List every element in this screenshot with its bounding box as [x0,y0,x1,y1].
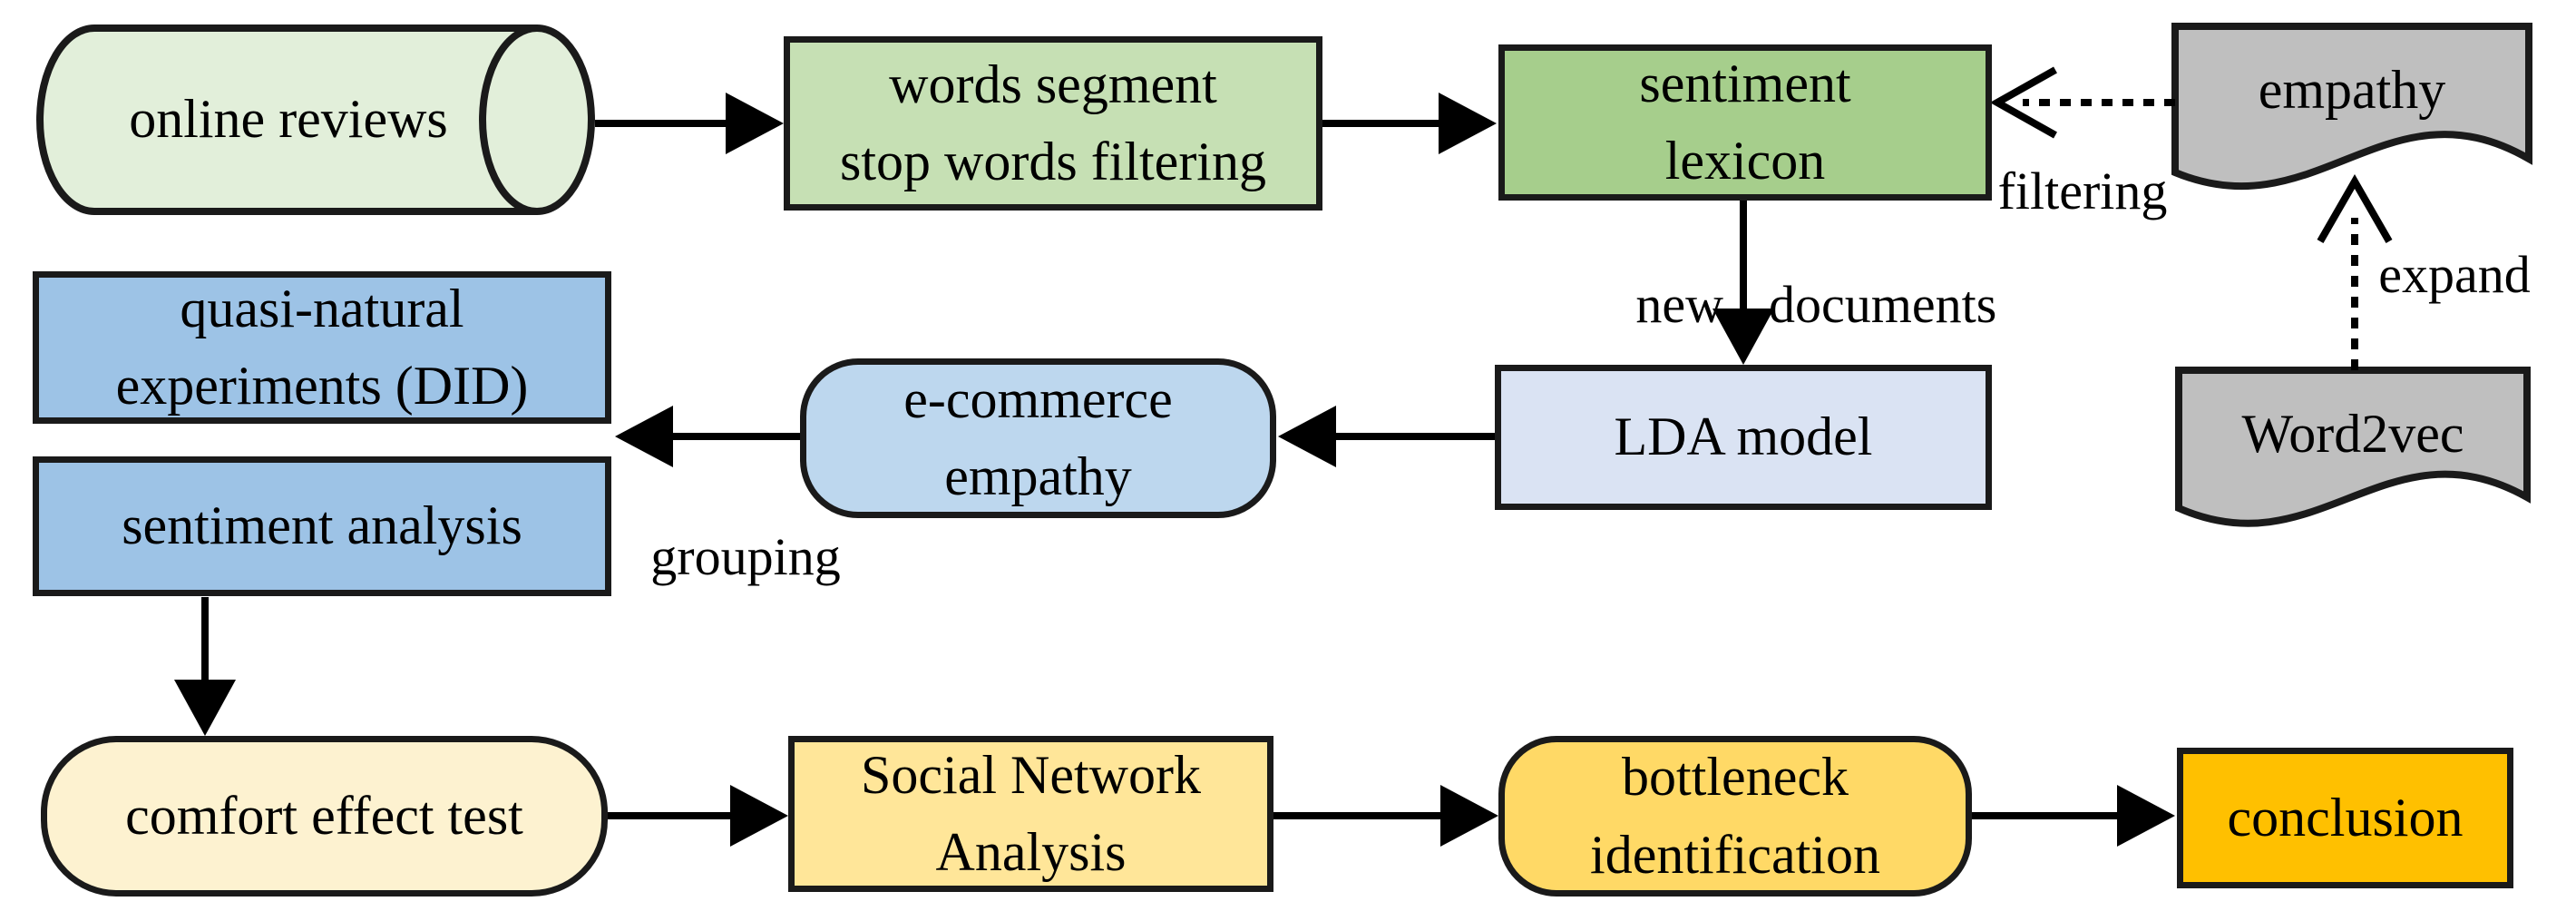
node-bottleneck-identification: bottleneck identification [1498,736,1972,897]
node-quasi-natural-experiments: quasi-natural experiments (DID) [33,271,611,424]
arrow-lda-model-to-ecommerce-empathy [1278,406,1495,467]
arrowhead [730,785,788,847]
node-lda-model: LDA model [1495,365,1992,510]
node-comfort-effect-test: comfort effect test [41,736,608,897]
arrowhead [1712,309,1774,365]
arrowhead [1439,93,1497,154]
arrow-bottleneck-to-conclusion [1972,785,2175,847]
edge-label-expand: expand [2378,245,2531,304]
node-online-reviews-label: online reviews [129,89,448,150]
document-shape-word2vec [2175,367,2531,527]
arrow-ecommerce-empathy-to-did-sentiment [615,406,800,467]
node-words-segment: words segment stop words filtering [784,36,1322,211]
arrowhead [1440,785,1498,847]
arrowhead [1278,406,1336,467]
arrowhead [174,680,236,736]
node-ecommerce-empathy: e-commerce empathy [800,358,1276,518]
edge-label-documents: documents [1769,275,1997,334]
arrow-sentiment-analysis-to-comfort-test [174,597,236,736]
open-arrowhead [1989,66,2057,139]
edge-label-new: new [1635,275,1723,334]
dashed-arrow-empathy-to-sentiment-lexicon [1989,66,2175,139]
node-social-network-analysis: Social Network Analysis [788,736,1273,892]
node-empathy-label: empathy [2258,60,2446,121]
node-word2vec-label: Word2vec [2241,404,2464,465]
node-sentiment-lexicon: sentiment lexicon [1498,44,1992,201]
arrow-social-network-to-bottleneck [1273,785,1498,847]
arrow-online-reviews-to-words-segment [595,93,784,154]
node-conclusion: conclusion [2177,748,2513,888]
arrowhead [2117,785,2175,847]
open-arrowhead [2317,173,2393,243]
arrowhead [615,406,673,467]
arrow-comfort-test-to-social-network [608,785,788,847]
cylinder-shape-online-reviews [36,24,595,215]
cylinder-seam [479,24,538,215]
arrow-sentiment-lexicon-to-lda-model [1712,201,1774,365]
dashed-arrow-word2vec-to-empathy [2317,173,2393,370]
arrowhead [726,93,784,154]
node-sentiment-analysis: sentiment analysis [33,456,611,596]
arrow-words-segment-to-sentiment-lexicon [1322,93,1497,154]
document-shape-empathy [2171,23,2532,191]
edge-label-filtering: filtering [1997,162,2168,220]
edge-label-grouping: grouping [650,527,841,586]
